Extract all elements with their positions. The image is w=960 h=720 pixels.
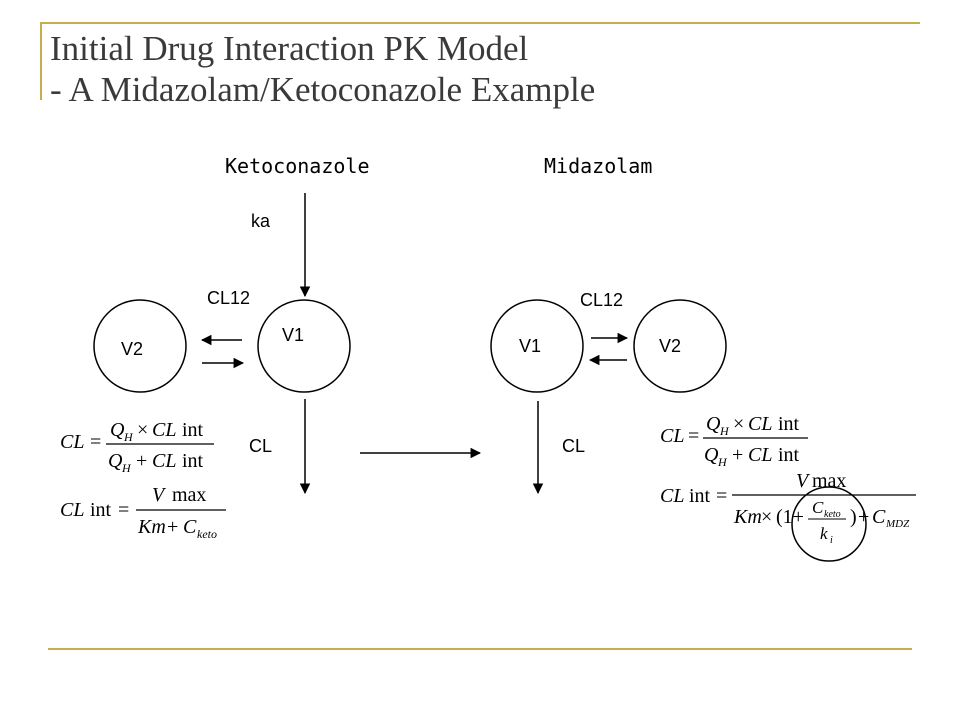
eq-mdz-cl-num-cl: CL <box>748 413 772 435</box>
eq-keto-clint-equals: = <box>118 499 129 521</box>
eq-mdz-cl-den-plus: + <box>732 444 743 466</box>
eq-keto-clint-num-max: max <box>172 484 206 506</box>
eq-mdz-clint-den-plus: + <box>858 506 869 528</box>
eq-mdz-cl-den-q: Q <box>704 444 719 466</box>
eq-mdz-clint-den-close: ) <box>850 506 857 528</box>
title-line-1: Initial Drug Interaction PK Model <box>50 29 529 68</box>
inhibition-term-highlight-circle <box>791 486 867 562</box>
mdz-v2-compartment <box>633 299 727 393</box>
eq-mdz-clint-lhs-int: int <box>689 485 711 507</box>
eq-keto-cl-den-plus: + <box>136 450 147 472</box>
mdz-cl12-label: CL12 <box>580 290 623 310</box>
keto-v2-compartment <box>93 299 187 393</box>
mdz-v1-compartment <box>490 299 584 393</box>
slide-title: Initial Drug Interaction PK Model - A Mi… <box>50 28 595 110</box>
eq-keto-cl-num-int: int <box>182 419 204 441</box>
eq-keto-cl-equals: = <box>90 431 101 453</box>
keto-cl12-label: CL12 <box>207 288 250 308</box>
eq-mdz-cl-num-times: × <box>733 413 744 435</box>
keto-v1-label: V1 <box>282 325 304 345</box>
eq-keto-cl-den-qsub: H <box>121 461 132 475</box>
eq-keto-clint-lhs: CL <box>60 499 84 521</box>
eq-keto-cl-num-q: Q <box>110 419 125 441</box>
keto-clint-equation: CL int = V max Km + C keto <box>60 484 226 541</box>
keto-cl-equation: CL = Q H × CL int Q H + CL int <box>60 419 214 475</box>
eq-keto-cl-den-cl: CL <box>152 450 176 472</box>
keto-v1-compartment <box>257 299 351 393</box>
eq-keto-cl-num-times: × <box>137 419 148 441</box>
ketoconazole-heading: Ketoconazole <box>225 154 370 178</box>
eq-mdz-cl-num-q: Q <box>706 413 721 435</box>
title-line-2: - A Midazolam/Ketoconazole Example <box>50 70 596 109</box>
eq-mdz-cl-den-int: int <box>778 444 800 466</box>
bottom-accent-line <box>48 648 912 650</box>
eq-mdz-clint-den-csub: MDZ <box>885 518 910 530</box>
ka-label: ka <box>251 211 271 231</box>
eq-keto-cl-den-q: Q <box>108 450 123 472</box>
mdz-cl-label: CL <box>562 436 585 456</box>
eq-mdz-clint-den-c: C <box>872 506 886 528</box>
eq-mdz-clint-den-km: Km <box>733 506 762 528</box>
mdz-v2-label: V2 <box>659 336 681 356</box>
eq-keto-clint-den-km: Km <box>137 516 166 538</box>
eq-keto-clint-lhs-int: int <box>90 499 112 521</box>
eq-mdz-clint-frac-k: k <box>820 524 828 543</box>
mdz-clint-equation: CL int = V max Km × (1+ C keto k i ) + C… <box>660 470 916 562</box>
eq-mdz-clint-den-times: × <box>761 506 772 528</box>
eq-keto-clint-num-v: V <box>152 484 167 506</box>
eq-mdz-cl-num-qsub: H <box>719 424 730 438</box>
eq-mdz-clint-num-max: max <box>812 470 846 492</box>
left-accent-line <box>40 22 42 100</box>
keto-cl-label: CL <box>249 436 272 456</box>
eq-mdz-cl-den-cl: CL <box>748 444 772 466</box>
eq-keto-cl-num-cl: CL <box>152 419 176 441</box>
eq-mdz-cl-den-qsub: H <box>717 455 728 469</box>
eq-mdz-clint-equals: = <box>716 485 727 507</box>
mdz-v1-label: V1 <box>519 336 541 356</box>
top-accent-line <box>40 22 920 24</box>
eq-keto-cl-num-qsub: H <box>123 430 134 444</box>
eq-mdz-cl-lhs: CL <box>660 425 684 447</box>
mdz-cl-equation: CL = Q H × CL int Q H + CL int <box>660 413 808 469</box>
eq-keto-clint-den-c: C <box>183 516 197 538</box>
eq-mdz-clint-lhs: CL <box>660 485 684 507</box>
eq-keto-cl-den-int: int <box>182 450 204 472</box>
eq-mdz-clint-frac-c: C <box>812 498 824 517</box>
eq-mdz-clint-frac-csub: keto <box>824 509 841 520</box>
keto-v2-label: V2 <box>121 339 143 359</box>
eq-mdz-cl-equals: = <box>688 425 699 447</box>
eq-keto-clint-den-plus: + <box>167 516 178 538</box>
midazolam-heading: Midazolam <box>544 154 652 178</box>
eq-keto-cl-lhs: CL <box>60 431 84 453</box>
eq-mdz-clint-den-open: (1+ <box>776 506 804 528</box>
eq-mdz-clint-num-v: V <box>796 470 811 492</box>
eq-mdz-cl-num-int: int <box>778 413 800 435</box>
eq-keto-clint-den-csub: keto <box>197 527 217 541</box>
eq-mdz-clint-frac-ksub: i <box>830 535 833 546</box>
